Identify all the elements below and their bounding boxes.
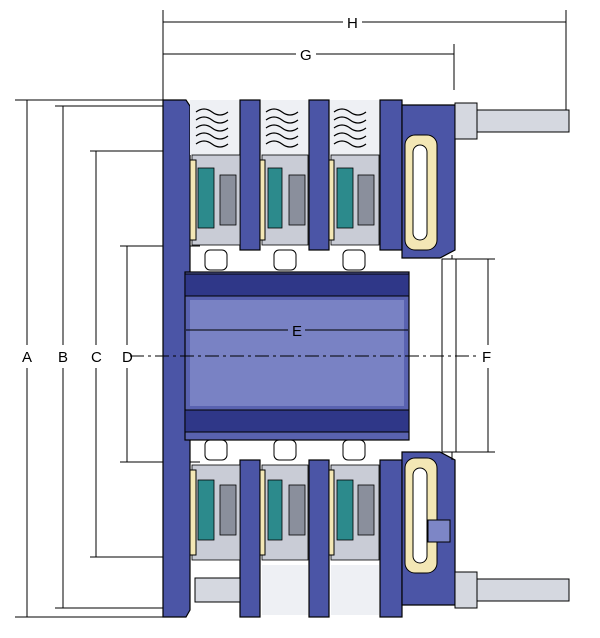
intermediate-plates	[239, 99, 403, 618]
dimension-label-a: A	[22, 349, 32, 366]
hub	[184, 271, 410, 441]
bottom-clutch-pack	[189, 439, 380, 615]
dimension-label-c: C	[91, 349, 102, 366]
dimension-label-f: F	[482, 349, 491, 366]
clutch-body	[162, 99, 570, 618]
dimension-lines	[15, 10, 567, 618]
dimension-label-e: E	[292, 323, 302, 340]
left-end-plate	[162, 99, 191, 618]
dimension-label-b: B	[58, 349, 68, 366]
dimension-label-g: G	[300, 47, 312, 64]
dimension-label-d: D	[122, 349, 133, 366]
top-clutch-pack	[189, 154, 380, 271]
actuating-rods	[454, 102, 570, 609]
dimension-label-h: H	[347, 15, 358, 32]
right-piston-housing	[401, 104, 457, 606]
top-springs	[195, 108, 367, 148]
